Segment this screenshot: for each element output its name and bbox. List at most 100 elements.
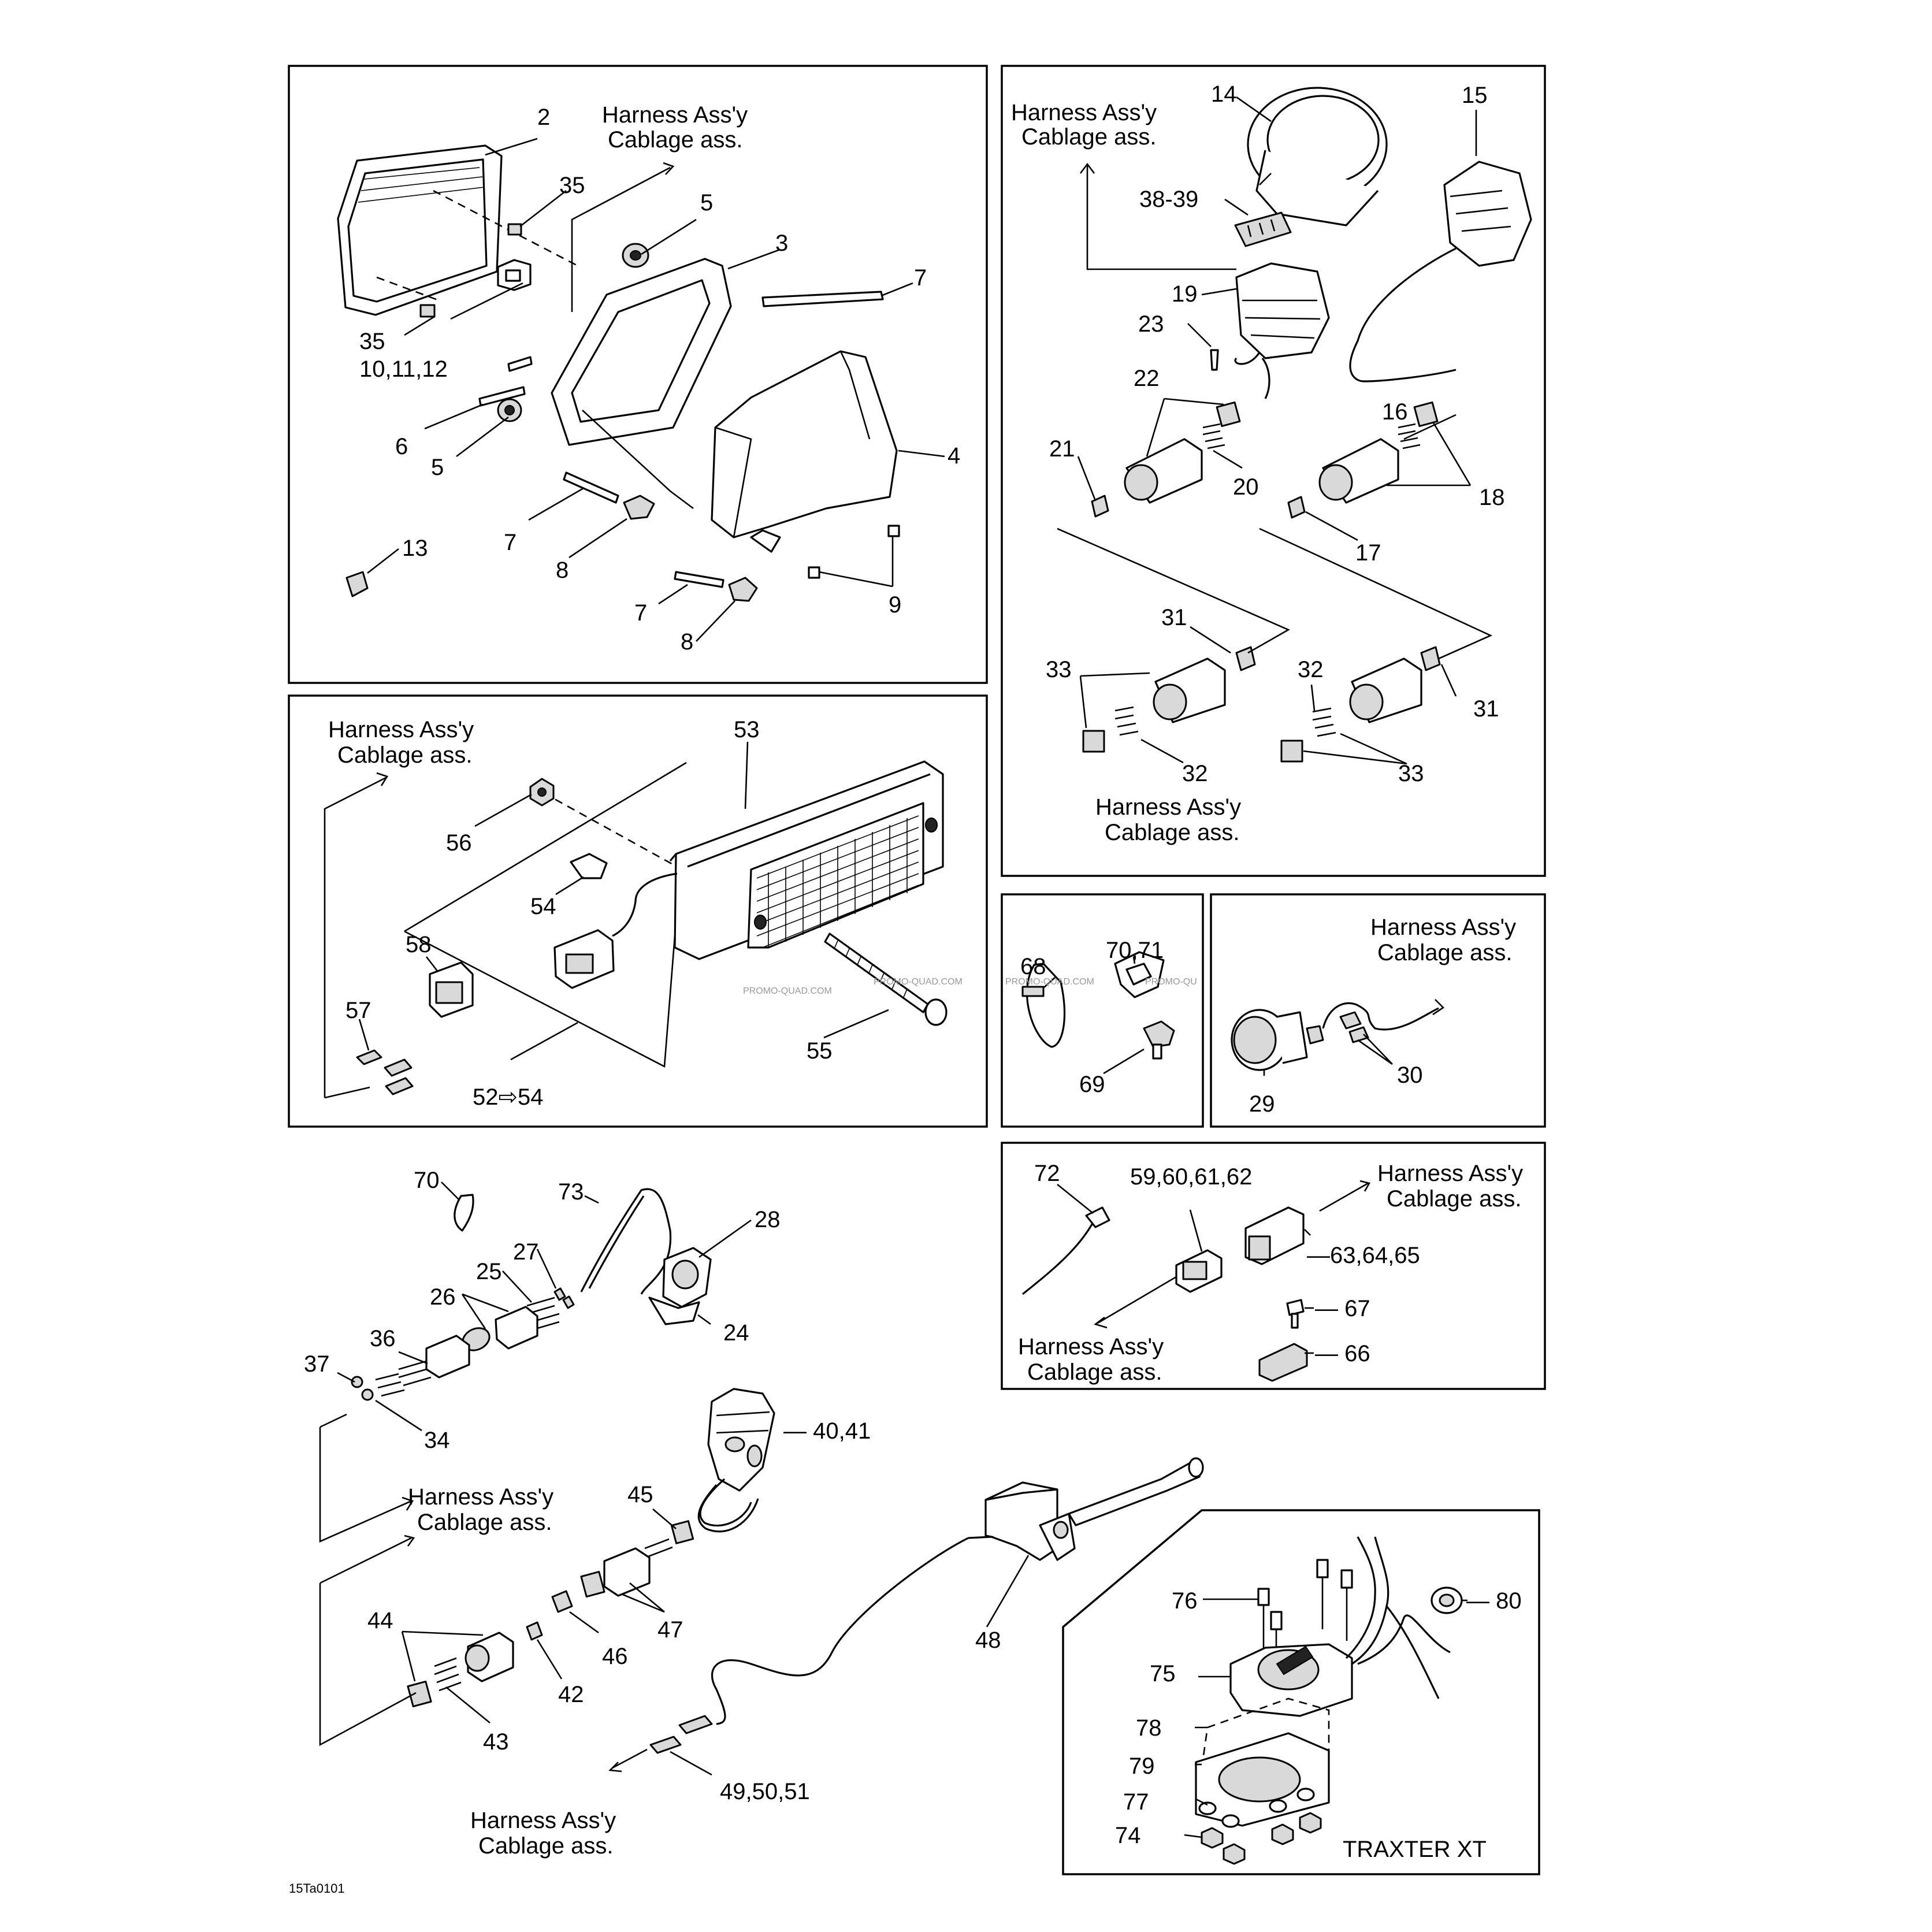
- callout-66: — 66: [1315, 1341, 1370, 1366]
- callout-40-41: — 40,41: [783, 1418, 871, 1444]
- watermark: PROMO-QUAD.COM: [743, 986, 832, 996]
- traxter-xt-label: TRAXTER XT: [1343, 1837, 1487, 1862]
- callout-72: 72: [1034, 1161, 1060, 1186]
- watermark: PROMO-QUAD.COM: [874, 977, 963, 987]
- watermark: PROMO-QU: [1145, 977, 1197, 987]
- callout-23: 23: [1138, 311, 1164, 337]
- callout-22: 22: [1134, 366, 1160, 391]
- callout-20: 20: [1233, 474, 1259, 500]
- traxter-labels: 76 — 80 75 78 79 77 74 TRAXTER XT: [1115, 1588, 1522, 1862]
- callout-27: 27: [513, 1239, 539, 1265]
- harness-label-en: Harness Ass'y: [1370, 915, 1516, 940]
- harness-label-fr: Cablage ass.: [1377, 940, 1512, 965]
- harness-label-en: Harness Ass'y: [1095, 794, 1241, 820]
- callout-14: 14: [1211, 81, 1237, 107]
- tie-labels: 68 70,71 69 PROMO-QUAD.COM PROMO-QU: [1005, 938, 1197, 1097]
- callout-35: 35: [559, 173, 585, 198]
- headlight-labels: Harness Ass'y Cablage ass. 2 35 5 3 7 35…: [359, 102, 960, 655]
- callout-69: 69: [1079, 1072, 1105, 1097]
- callout-13: 13: [402, 536, 428, 561]
- harness-label-en: Harness Ass'y: [1018, 1334, 1164, 1359]
- callout-45: 45: [627, 1482, 653, 1507]
- callout-70-71: 70,71: [1106, 938, 1164, 963]
- harness-label-fr: Cablage ass.: [478, 1833, 613, 1859]
- harness-label-fr: Cablage ass.: [608, 127, 742, 153]
- callout-7: 7: [914, 265, 927, 291]
- callout-34: 34: [424, 1428, 450, 1453]
- indicator-leaders: [1263, 1034, 1393, 1076]
- callout-32: 32: [1182, 761, 1208, 786]
- gauge-parts: [1057, 87, 1532, 763]
- tie-parts: [1021, 951, 1175, 1060]
- callout-6: 6: [395, 434, 408, 459]
- panel-gauges: [1001, 65, 1546, 877]
- harness-label-en: Harness Ass'y: [602, 102, 748, 128]
- callout-9: 9: [889, 592, 901, 618]
- callout-26: 26: [430, 1284, 456, 1310]
- headlight-leaders: [367, 138, 945, 642]
- callout-32: 32: [1298, 657, 1324, 682]
- harness-label-en: Harness Ass'y: [408, 1484, 553, 1510]
- callout-4: 4: [948, 443, 960, 469]
- callout-2: 2: [537, 105, 550, 130]
- panel-headlight: [288, 65, 988, 684]
- callout-56: 56: [446, 830, 472, 856]
- callout-55: 55: [807, 1038, 833, 1064]
- callout-78: 78: [1136, 1715, 1162, 1741]
- harness-label-fr: Cablage ass.: [1387, 1186, 1521, 1212]
- switch-parts: [319, 1188, 1204, 1773]
- callout-49-50-51: 49,50,51: [720, 1779, 810, 1804]
- harness-label-fr: Cablage ass.: [1027, 1359, 1162, 1385]
- callout-33: 33: [1398, 761, 1424, 786]
- callout-54: 54: [530, 894, 556, 919]
- indicator-parts: [1231, 999, 1445, 1071]
- headlight-assembly: [337, 144, 900, 602]
- callout-46: 46: [602, 1644, 628, 1669]
- callout-38-39: 38-39: [1139, 187, 1198, 212]
- harness-label-en: Harness Ass'y: [1377, 1161, 1523, 1186]
- harness-label-en: Harness Ass'y: [470, 1808, 616, 1833]
- callout-31: 31: [1161, 605, 1187, 630]
- callout-31: 31: [1473, 696, 1499, 722]
- callout-59-62: 59,60,61,62: [1130, 1164, 1252, 1190]
- traxter-leaders: [1184, 1598, 1467, 1838]
- taillight-grille: [756, 815, 919, 948]
- gauge-leaders: [1077, 96, 1477, 765]
- tie-leaders: [1043, 956, 1145, 1075]
- indicator-labels: Harness Ass'y Cablage ass. 29 30: [1249, 915, 1516, 1117]
- callout-79: 79: [1129, 1753, 1155, 1779]
- callout-8: 8: [556, 558, 569, 583]
- callout-44: 44: [367, 1608, 393, 1633]
- gauge-labels: Harness Ass'y Cablage ass. 14 15 38-39 1…: [1011, 81, 1505, 845]
- callout-76: 76: [1172, 1588, 1198, 1614]
- harness-label-fr: Cablage ass.: [417, 1510, 552, 1535]
- callout-5: 5: [431, 455, 444, 480]
- callout-25: 25: [476, 1259, 502, 1284]
- traxter-parts: [1195, 1536, 1463, 1865]
- watermark: PROMO-QUAD.COM: [1005, 977, 1094, 987]
- callout-30: 30: [1397, 1062, 1423, 1088]
- callout-33: 33: [1046, 657, 1072, 682]
- callout-53: 53: [734, 717, 760, 742]
- callout-3: 3: [775, 231, 788, 256]
- panel-ground-connector: [1001, 1142, 1546, 1390]
- callout-10-11-12: 10,11,12: [359, 356, 448, 382]
- switch-labels: 70 73 28 27 25 26 24 36 37 34 — 40,41 Ha…: [304, 1168, 1001, 1859]
- panel-indicator: [1210, 893, 1546, 1128]
- callout-16: 16: [1382, 399, 1408, 425]
- callout-70: 70: [414, 1168, 440, 1193]
- harness-label-fr: Cablage ass.: [1105, 820, 1239, 845]
- callout-17: 17: [1355, 540, 1381, 566]
- callout-77: 77: [1123, 1789, 1149, 1815]
- callout-21: 21: [1049, 436, 1075, 462]
- callout-42: 42: [558, 1682, 584, 1707]
- callout-80: — 80: [1466, 1588, 1522, 1614]
- callout-19: 19: [1172, 281, 1198, 307]
- taillight-labels: Harness Ass'y Cablage ass. 53 56 54 58 5…: [328, 717, 963, 1110]
- callout-5: 5: [700, 190, 713, 216]
- callout-74: 74: [1115, 1823, 1141, 1848]
- ground-connector-leaders: [1057, 1183, 1314, 1354]
- harness-label-fr: Cablage ass.: [1021, 124, 1156, 150]
- callout-15: 15: [1462, 83, 1488, 108]
